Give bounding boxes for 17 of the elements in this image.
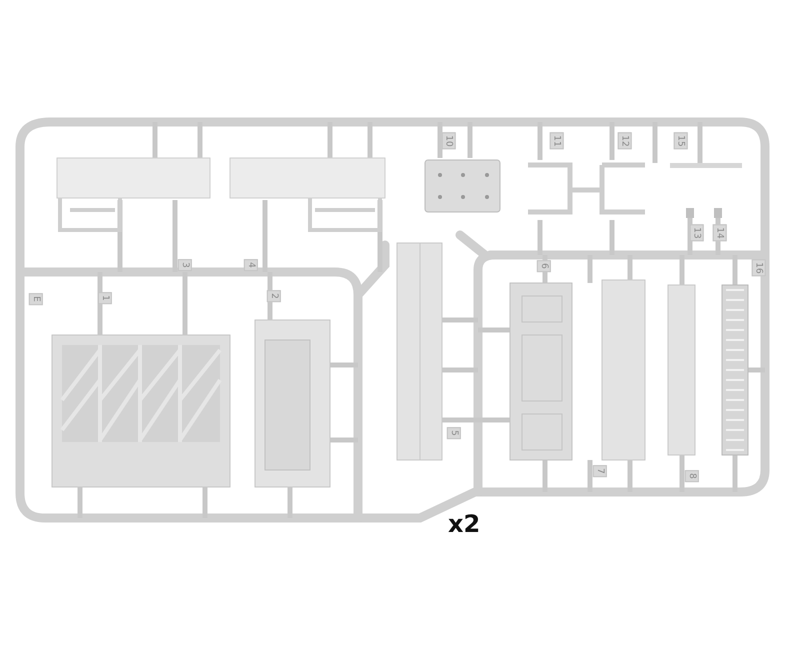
part-number: 7	[592, 465, 607, 477]
part-number: 4	[244, 259, 258, 271]
part-number: 10	[442, 132, 456, 150]
part-number: 13	[690, 224, 704, 242]
quantity-label: x2	[448, 510, 480, 538]
part-number: 6	[536, 260, 551, 272]
part-number: 2	[266, 290, 281, 302]
part-number: 5	[446, 427, 461, 439]
sprue-letter: E	[28, 293, 43, 305]
part-number: 16	[752, 259, 766, 277]
part-number: 3	[178, 259, 192, 271]
part-number: 15	[674, 132, 688, 150]
part-number: 14	[712, 224, 727, 242]
part-number: 12	[618, 132, 632, 150]
part-number: 11	[550, 132, 564, 150]
part-number: 8	[684, 470, 699, 482]
part-number: 1	[98, 292, 112, 304]
